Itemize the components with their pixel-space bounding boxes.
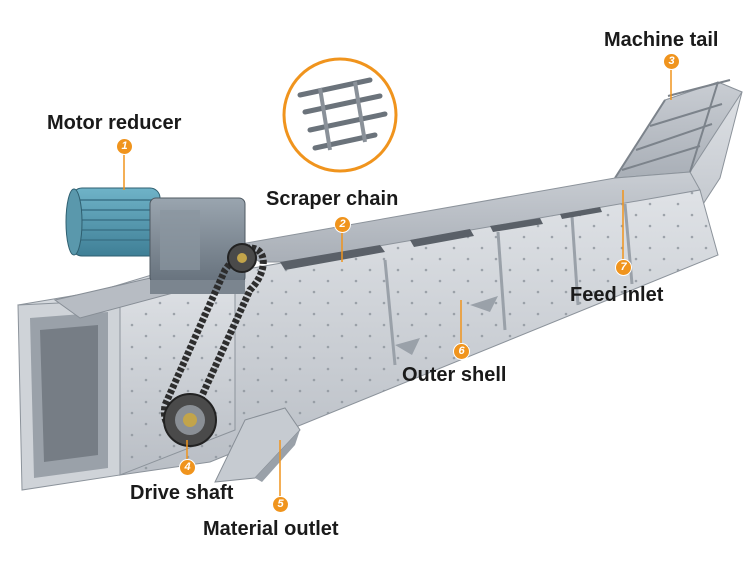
leader-lines	[123, 69, 672, 497]
badge-2: 2	[335, 217, 350, 232]
badge-1: 1	[117, 139, 132, 154]
badge-7: 7	[616, 260, 631, 275]
scraper-chain-inset	[282, 57, 398, 173]
material-outlet-label: Material outlet	[203, 518, 339, 540]
badge-3: 3	[664, 54, 679, 69]
badge-5: 5	[273, 497, 288, 512]
conveyor-body	[17, 79, 743, 491]
motor-reducer	[65, 187, 246, 294]
drive-shaft-label: Drive shaft	[130, 482, 234, 504]
feed-inlet-label: Feed inlet	[570, 284, 664, 306]
badge-6: 6	[454, 344, 469, 359]
scraper-chain-label: Scraper chain	[266, 188, 399, 210]
machine-tail-label: Machine tail	[604, 29, 719, 51]
motor-reducer-label: Motor reducer	[47, 112, 182, 134]
drive-chain	[161, 243, 267, 447]
badge-4: 4	[180, 460, 195, 475]
outer-shell-label: Outer shell	[402, 364, 507, 386]
